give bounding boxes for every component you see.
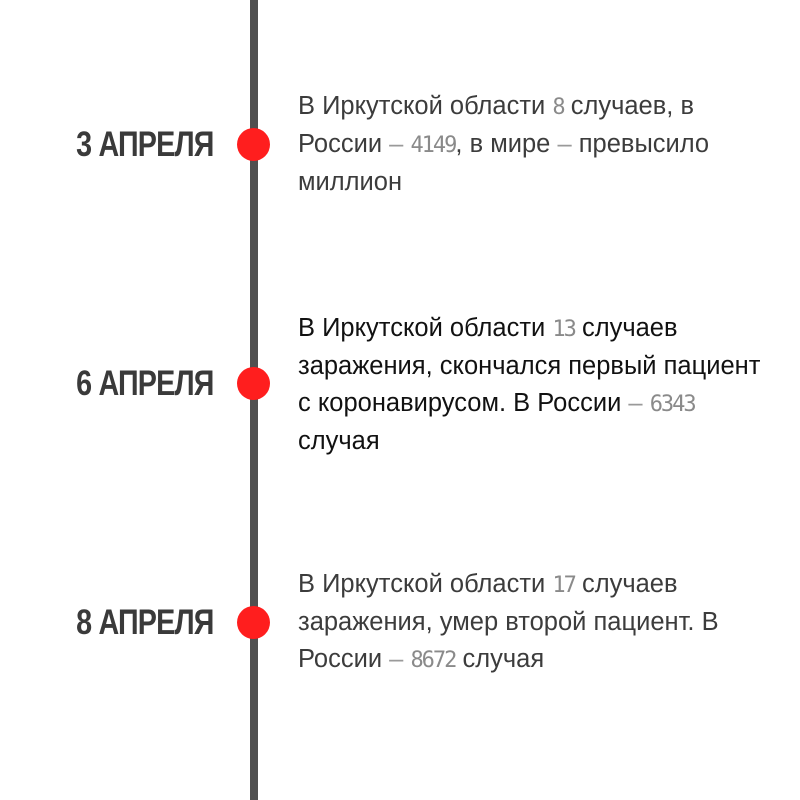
entry-text-part: В Иркутской области (298, 92, 553, 120)
timeline-line (250, 0, 258, 800)
entry-text-part: превысило миллион (298, 130, 710, 196)
entry-text-part: случая (455, 645, 545, 673)
entry-date: 3 АПРЕЛЯ (76, 125, 215, 164)
entry-number: 8 (552, 95, 565, 120)
entry-dash: – (557, 130, 572, 158)
timeline-dot (237, 367, 270, 400)
entry-text-part: В Иркутской области (298, 570, 553, 598)
entry-text-part: случая (298, 427, 380, 455)
entry-text: В Иркутской области 8 случаев, в России … (298, 88, 768, 201)
entry-text-part: В Иркутской области (298, 314, 553, 342)
entry-date: 6 АПРЕЛЯ (76, 364, 215, 403)
entry-dash: – (389, 645, 404, 673)
entry-text: В Иркутской области 17 случаев заражения… (298, 566, 768, 679)
entry-text: В Иркутской области 13 случаев заражения… (298, 310, 768, 460)
timeline-dot (237, 606, 270, 639)
timeline-dot (237, 128, 270, 161)
entry-number: 17 (552, 573, 576, 598)
entry-date: 8 АПРЕЛЯ (76, 603, 215, 642)
entry-dash: – (628, 389, 643, 417)
entry-dash: – (389, 130, 404, 158)
entry-text-part: , в мире (455, 130, 558, 158)
entry-number: 13 (552, 317, 576, 342)
entry-number: 4149 (410, 133, 457, 158)
entry-number: 6343 (649, 392, 697, 417)
entry-text-part: случаев заражения, умер второй пациент. … (298, 570, 719, 673)
entry-text-part: случаев заражения, скончался первый паци… (298, 314, 761, 417)
entry-number: 8672 (410, 648, 457, 673)
entry-text-part: случаев, в России (298, 92, 694, 158)
